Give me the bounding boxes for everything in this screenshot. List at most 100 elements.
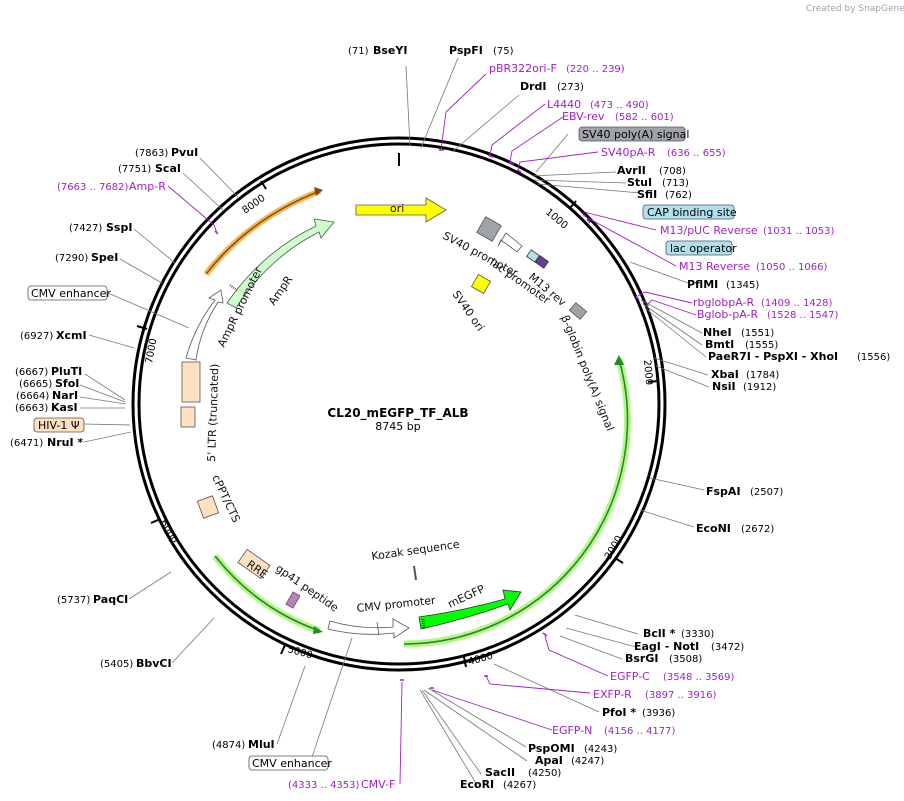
site-pfoi[interactable]: PfoI * xyxy=(602,706,636,719)
site-paqci[interactable]: PaqCI xyxy=(93,593,128,606)
sv40-promoter-feature[interactable] xyxy=(476,216,502,242)
site-sfoi[interactable]: SfoI xyxy=(55,377,79,390)
lac-operator-feature[interactable] xyxy=(526,249,540,263)
hiv1-psi-label: HIV-1 Ψ xyxy=(38,419,80,432)
primer-pbr322ori-f[interactable]: pBR322ori-F xyxy=(489,62,557,75)
ampr-feature[interactable] xyxy=(226,218,335,309)
rre-feature[interactable] xyxy=(237,548,271,580)
site-ecori[interactable]: EcoRI xyxy=(460,778,494,791)
primer-exfp-r[interactable]: EXFP-R xyxy=(593,688,632,701)
site-nhei[interactable]: NheI xyxy=(703,326,732,339)
site-sfoi-pos: (6665) xyxy=(19,379,52,390)
primer-amp-r[interactable]: Amp-R xyxy=(129,180,166,193)
site-bsrgi[interactable]: BsrGI xyxy=(625,652,658,665)
site-nari-pos: (6664) xyxy=(16,391,49,402)
backbone-outer-ring xyxy=(131,136,667,672)
site-econi[interactable]: EcoNI xyxy=(696,522,731,535)
site-paer7i-pspxi-xhoi[interactable]: PaeR7I - PspXI - XhoI xyxy=(708,350,838,363)
hiv1-psi-box[interactable] xyxy=(33,417,85,433)
site-pspomi[interactable]: PspOMI xyxy=(528,742,575,755)
site-bcli[interactable]: BclI * xyxy=(643,627,676,640)
primer-egfp-c[interactable]: EGFP-C xyxy=(610,670,650,683)
ampr-promoter-feature[interactable] xyxy=(185,289,224,361)
cap-binding-feature[interactable] xyxy=(535,255,549,269)
cap-binding-label: CAP binding site xyxy=(647,206,737,219)
ltr-feature-large[interactable] xyxy=(181,361,201,403)
site-bcli-pos: (3330) xyxy=(681,629,714,640)
ltr-label: 5' LTR (truncated) xyxy=(205,363,221,462)
site-pspfi-pos: (75) xyxy=(493,46,514,57)
site-scai[interactable]: ScaI xyxy=(155,162,181,175)
primer-bglob-pa-r[interactable]: Bglob-pA-R xyxy=(697,308,759,321)
site-bmti[interactable]: BmtI xyxy=(705,338,734,351)
megfp-start-hatch xyxy=(421,618,426,629)
cmv-enhancer-left-box[interactable] xyxy=(27,285,108,301)
megfp-feature[interactable] xyxy=(418,589,522,630)
primer-marks xyxy=(214,149,649,689)
site-bbvci-pos: (5405) xyxy=(100,659,133,670)
leader-lines xyxy=(79,57,710,786)
beta-globin-polya-feature[interactable] xyxy=(568,302,588,320)
site-bmti-pos: (1555) xyxy=(745,340,778,351)
site-bbvci[interactable]: BbvCI xyxy=(136,657,172,670)
primer-cmv-f[interactable]: CMV-F xyxy=(361,778,395,791)
lac-promoter-arrow[interactable] xyxy=(497,232,523,253)
kozak-label: Kozak sequence xyxy=(371,538,461,563)
site-spei-pos: (7290) xyxy=(55,253,88,264)
site-nhei-pos: (1551) xyxy=(741,328,774,339)
lac-operator-box[interactable] xyxy=(665,240,733,256)
ori-feature[interactable] xyxy=(355,197,447,223)
site-fspai[interactable]: FspAI xyxy=(706,485,741,498)
site-eagi-noti[interactable]: EagI - NotI xyxy=(634,640,699,653)
site-kasi-pos: (6663) xyxy=(15,403,48,414)
site-bsrgi-pos: (3508) xyxy=(669,654,702,665)
primer-l4440[interactable]: L4440 xyxy=(547,98,581,111)
site-nrui[interactable]: NruI * xyxy=(47,436,83,449)
ampr-start-hatch xyxy=(229,284,239,292)
backbone-inner-ring xyxy=(137,142,661,666)
primer-ebv-rev[interactable]: EBV-rev xyxy=(562,110,605,123)
site-sacii[interactable]: SacII xyxy=(485,766,515,779)
primer-sv40pa-r[interactable]: SV40pA-R xyxy=(601,146,656,159)
primer-rbglobpa-r[interactable]: rbglobpA-R xyxy=(693,296,754,309)
sv40-polya-box[interactable] xyxy=(578,126,686,142)
site-kasi[interactable]: KasI xyxy=(51,401,78,414)
site-drdi-pos: (273) xyxy=(557,82,584,93)
cmv-promoter-feature[interactable] xyxy=(327,618,410,639)
site-pspfi[interactable]: PspFI xyxy=(449,44,483,57)
site-fspai-pos: (2507) xyxy=(750,487,783,498)
site-pflmi[interactable]: PflMI xyxy=(687,278,718,291)
primer-egfp-n[interactable]: EGFP-N xyxy=(552,724,592,737)
primer-m13-reverse[interactable]: M13 Reverse xyxy=(679,260,750,273)
primer-cmv-f-range: (4333 .. 4353) xyxy=(288,780,360,791)
site-spei[interactable]: SpeI xyxy=(91,251,118,264)
site-apai[interactable]: ApaI xyxy=(535,754,563,767)
primer-rbglobpa-r-range: (1409 .. 1428) xyxy=(761,298,833,309)
cppt-cts-feature[interactable] xyxy=(196,495,220,519)
site-drdi[interactable]: DrdI xyxy=(520,80,547,93)
site-pvui[interactable]: PvuI xyxy=(171,146,198,159)
primer-m13-puc-reverse[interactable]: M13/pUC Reverse xyxy=(660,224,758,237)
site-xbai[interactable]: XbaI xyxy=(711,368,739,381)
site-avrii[interactable]: AvrII xyxy=(617,164,646,177)
site-xcmi[interactable]: XcmI xyxy=(56,329,87,342)
sv40-ori-feature[interactable] xyxy=(470,273,492,295)
site-sfii[interactable]: SfiI xyxy=(637,188,657,201)
primer-m13-puc-reverse-range: (1031 .. 1053) xyxy=(763,226,835,237)
site-nsii[interactable]: NsiI xyxy=(712,380,736,393)
site-stui[interactable]: StuI xyxy=(627,176,652,189)
site-mlui[interactable]: MluI xyxy=(248,738,275,751)
site-nari[interactable]: NarI xyxy=(52,389,78,402)
site-sspi[interactable]: SspI xyxy=(106,221,132,234)
site-bseyi[interactable]: BseYI xyxy=(373,44,407,57)
cmv-enhancer-bottom-box[interactable] xyxy=(248,755,329,771)
plasmid-name: CL20_mEGFP_TF_ALB xyxy=(327,406,468,421)
cmv-promoter-divider xyxy=(376,621,380,636)
cap-binding-box[interactable] xyxy=(642,204,735,220)
ampr-promoter-label: AmpR promoter xyxy=(215,265,265,350)
gp41-peptide-feature[interactable] xyxy=(285,591,301,609)
ltr-feature-small[interactable] xyxy=(180,406,196,428)
site-pluti[interactable]: PluTI xyxy=(51,365,82,378)
site-sacii-pos: (4250) xyxy=(528,768,561,779)
